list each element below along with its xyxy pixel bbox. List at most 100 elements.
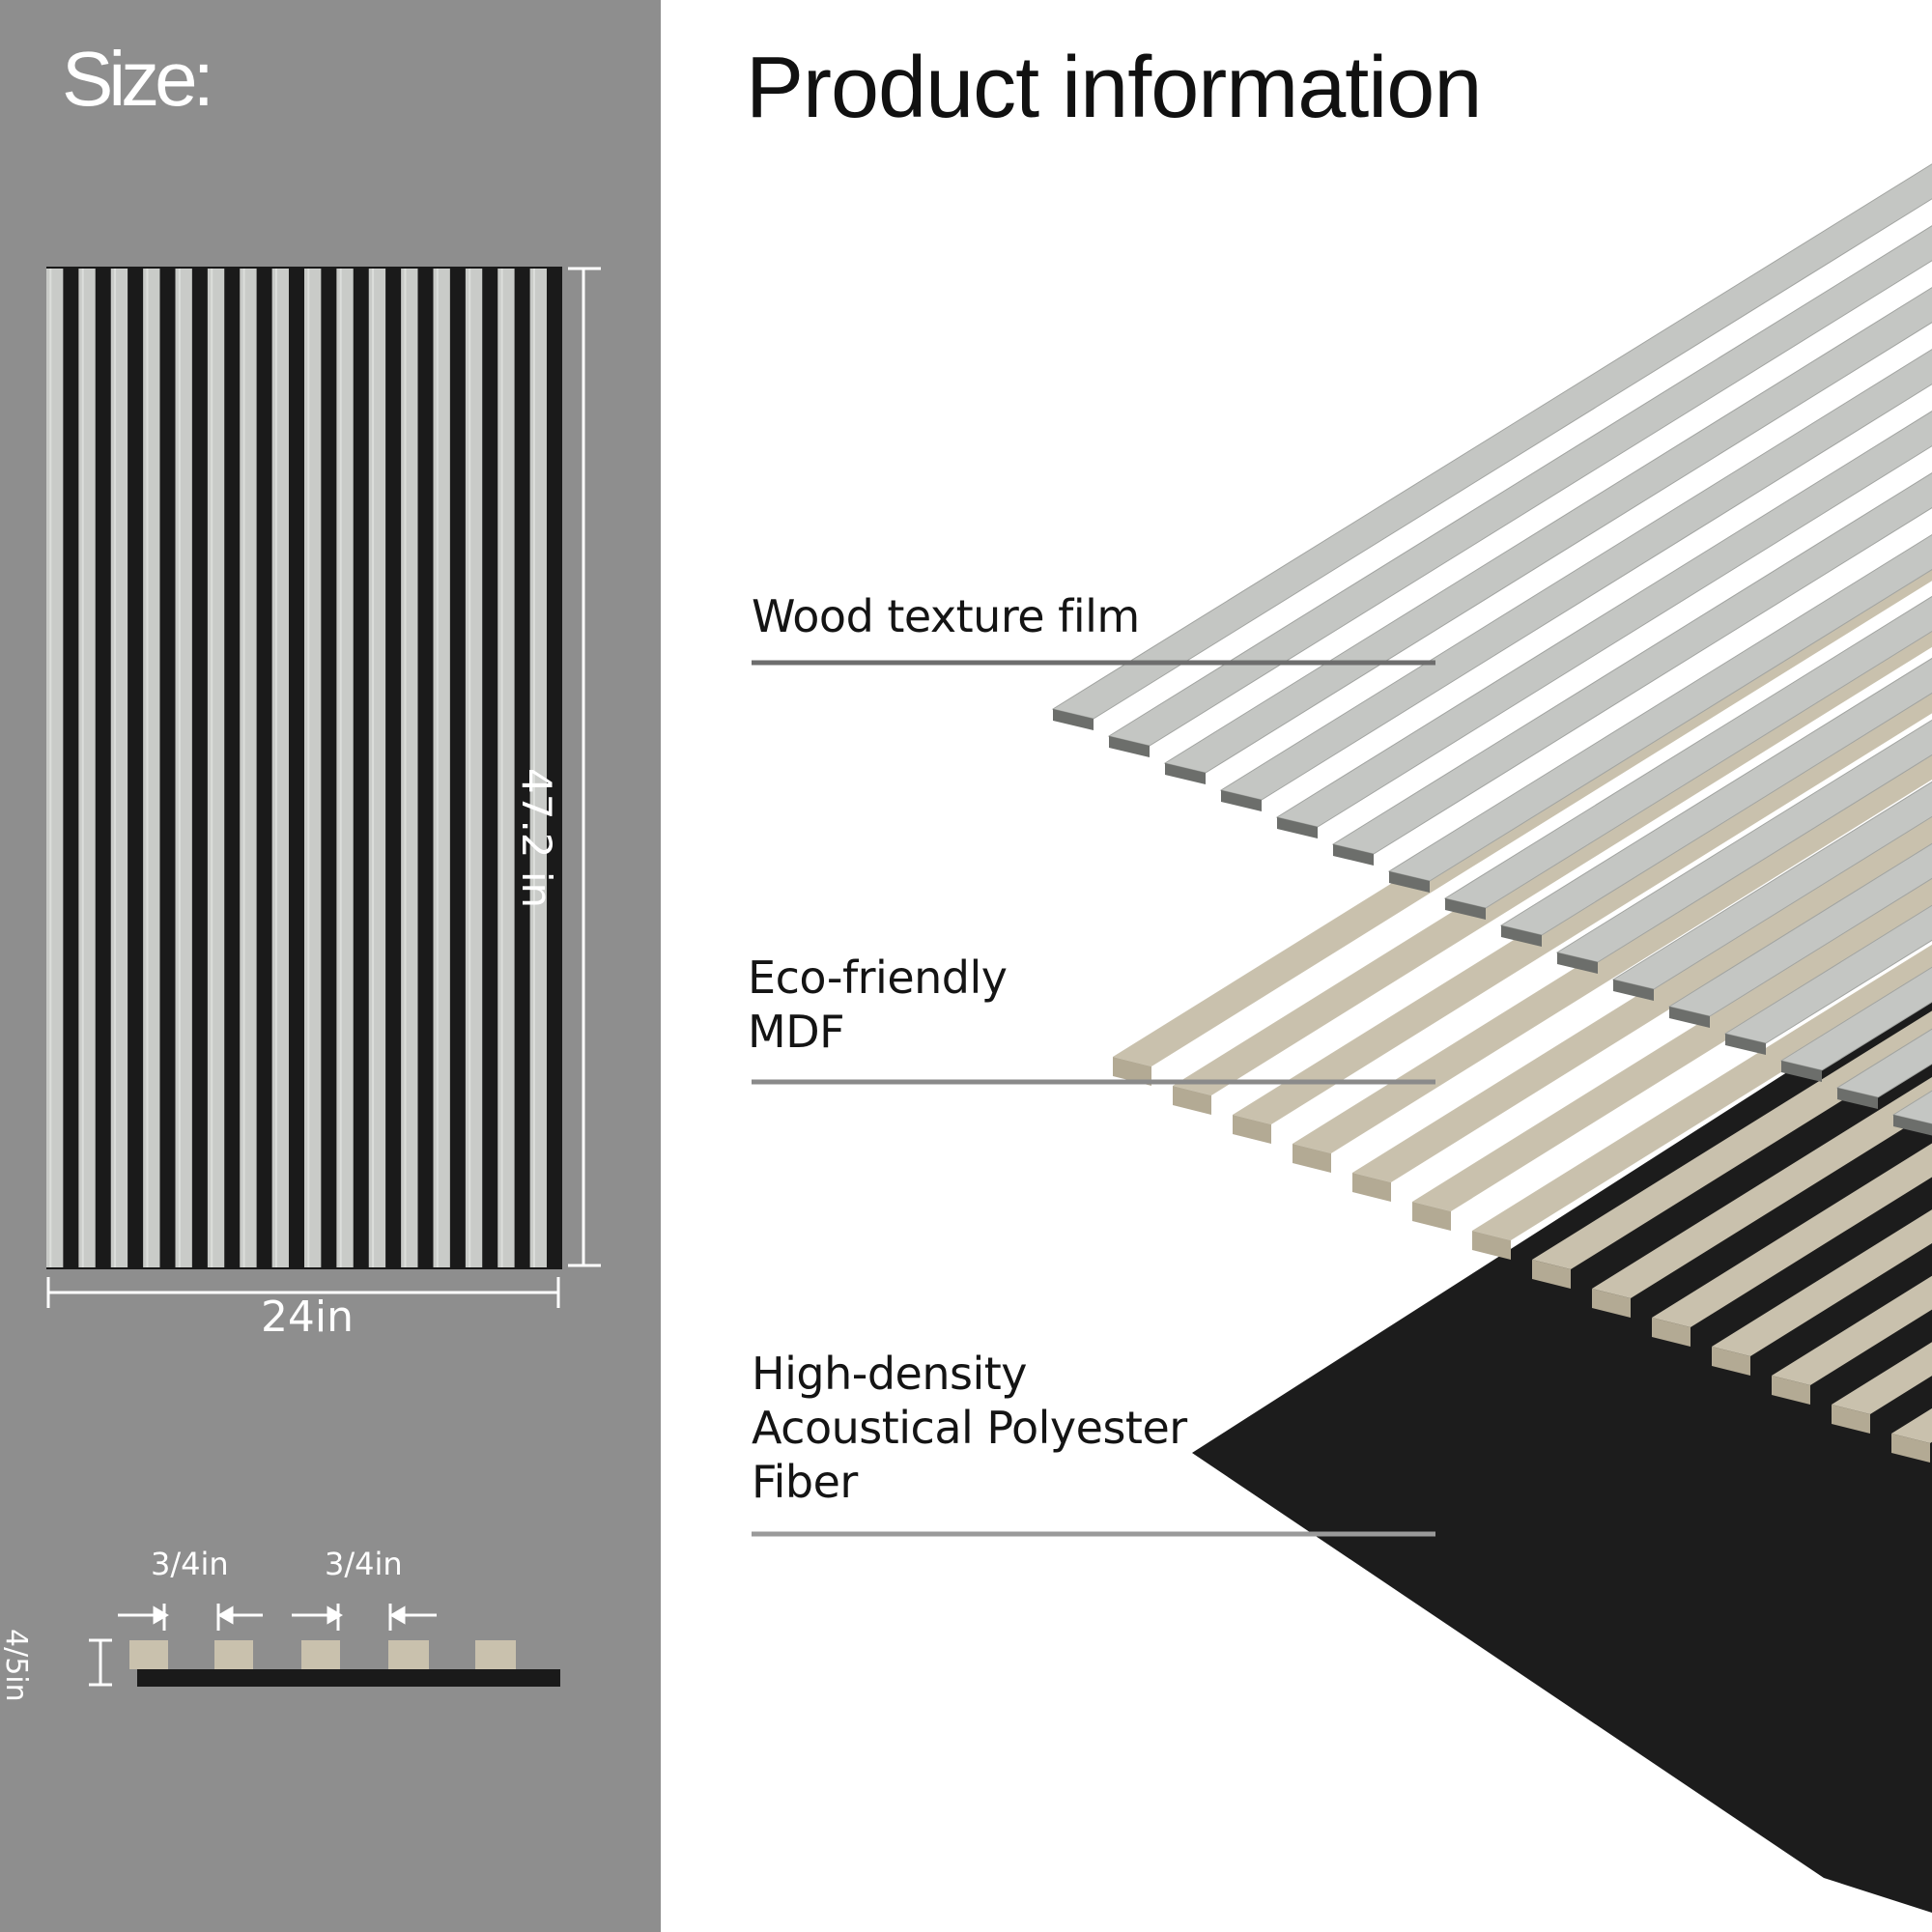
panel-slat [240, 269, 257, 1267]
film-slat-end [1725, 1034, 1766, 1055]
film-slat-end [1053, 709, 1094, 730]
height-dimension-label: 47.2 in [513, 768, 560, 909]
panel-slat [78, 269, 96, 1267]
panel-slat-grain [146, 269, 149, 1267]
mdf-slat [1532, 1010, 1932, 1269]
film-slat-end [1445, 898, 1486, 920]
film-slat-end [1333, 844, 1374, 866]
cross-section-slat [475, 1640, 516, 1669]
cross-section-slat [388, 1640, 429, 1669]
mdf-slat [1891, 1407, 1932, 1443]
panel-slat [465, 269, 483, 1267]
product-info-heading: Product information [746, 40, 1482, 136]
film-slat [1667, 842, 1932, 1017]
panel-slat [46, 269, 64, 1267]
mdf-slat-end [1532, 1260, 1571, 1289]
panel-slat [175, 269, 192, 1267]
mdf-slat-end [1293, 1144, 1331, 1173]
panel-slat [368, 269, 386, 1267]
panel-slat-grain [372, 269, 375, 1267]
panel-slat-grain [242, 269, 245, 1267]
panel-slat [336, 269, 354, 1267]
film-slat-end [1669, 1007, 1710, 1028]
panel-slat [304, 269, 322, 1267]
exploded-layers-illustration [1051, 163, 1932, 1913]
mdf-label: Eco-friendly MDF [748, 952, 1008, 1058]
panel-slat [433, 269, 450, 1267]
mdf-slat-end [1472, 1231, 1511, 1260]
cross-section-slat [129, 1640, 168, 1669]
film-slat-end [1837, 1088, 1878, 1109]
panel-slat [143, 269, 160, 1267]
mdf-slat-end [1233, 1115, 1271, 1144]
panel-slat-grain [114, 269, 117, 1267]
mdf-slat-end [1352, 1173, 1391, 1202]
panel-slat [110, 269, 128, 1267]
panel-slat-grain [339, 269, 342, 1267]
film-slat [1723, 904, 1932, 1044]
film-slat [1779, 966, 1932, 1071]
width-dimension-label: 24in [260, 1293, 355, 1342]
thickness-label: 4/5in [0, 1629, 33, 1702]
panel-slat-grain [307, 269, 310, 1267]
film-slat-end [1557, 952, 1598, 974]
panel-slat [401, 269, 418, 1267]
film-slat-end [1221, 790, 1262, 811]
cross-section-slat [214, 1640, 253, 1669]
mdf-slat [1652, 1143, 1932, 1327]
film-slat-end [1501, 925, 1542, 947]
mdf-slat-end [1652, 1318, 1690, 1347]
panel-slat [271, 269, 289, 1267]
mdf-slat-end [1592, 1289, 1631, 1318]
height-dimension-line [568, 267, 601, 1267]
film-slat [1891, 1090, 1932, 1125]
film-slat-end [1893, 1115, 1932, 1136]
mdf-slat [1592, 1076, 1932, 1298]
film-slat-end [1165, 763, 1206, 784]
mdf-slat [1472, 944, 1932, 1240]
panel-slat-grain [532, 269, 535, 1267]
panel-slat-grain [436, 269, 439, 1267]
mdf-slat-end [1412, 1202, 1451, 1231]
panel-slat [207, 269, 225, 1267]
panel-slat-grain [274, 269, 277, 1267]
film-slat [1835, 1028, 1932, 1098]
wood-film-layer [1051, 163, 1932, 1136]
mdf-slat [1772, 1275, 1932, 1385]
mdf-slat-end [1113, 1057, 1151, 1086]
mdf-slat [1412, 878, 1932, 1211]
film-slat-end [1781, 1061, 1822, 1082]
panel-slat-grain [500, 269, 503, 1267]
panel-slat-grain [178, 269, 181, 1267]
mdf-slat-end [1772, 1376, 1810, 1405]
panel-slat-grain [211, 269, 213, 1267]
mdf-slat [1712, 1209, 1932, 1356]
film-slat-end [1109, 736, 1150, 757]
panel-front-view [46, 267, 562, 1269]
cross-section-felt [137, 1669, 560, 1687]
size-heading: Size: [62, 36, 214, 122]
slat-gap-label: 3/4in [151, 1546, 229, 1582]
film-slat-end [1389, 871, 1430, 893]
panel-slat [497, 269, 515, 1267]
cross-section-slat [301, 1640, 340, 1669]
mdf-slat-end [1173, 1086, 1211, 1115]
panel-slat-grain [81, 269, 84, 1267]
film-slat-end [1277, 817, 1318, 838]
panel-slat-grain [49, 269, 52, 1267]
mdf-slat-end [1832, 1405, 1870, 1434]
felt-label: High-density Acoustical Polyester Fiber [752, 1348, 1187, 1508]
film-slat-end [1613, 980, 1654, 1001]
panel-slat-grain [469, 269, 471, 1267]
mdf-slat-end [1712, 1347, 1750, 1376]
width-dimension-line [46, 1277, 560, 1308]
spacing-arrows [89, 1604, 437, 1687]
slat-width-label: 3/4in [325, 1546, 403, 1582]
cross-section-diagram [89, 1604, 560, 1687]
panel-slats [46, 269, 547, 1267]
wood-film-label: Wood texture film [752, 590, 1140, 642]
mdf-slat-end [1891, 1434, 1930, 1463]
mdf-slat [1832, 1342, 1932, 1414]
panel-slat-grain [404, 269, 407, 1267]
